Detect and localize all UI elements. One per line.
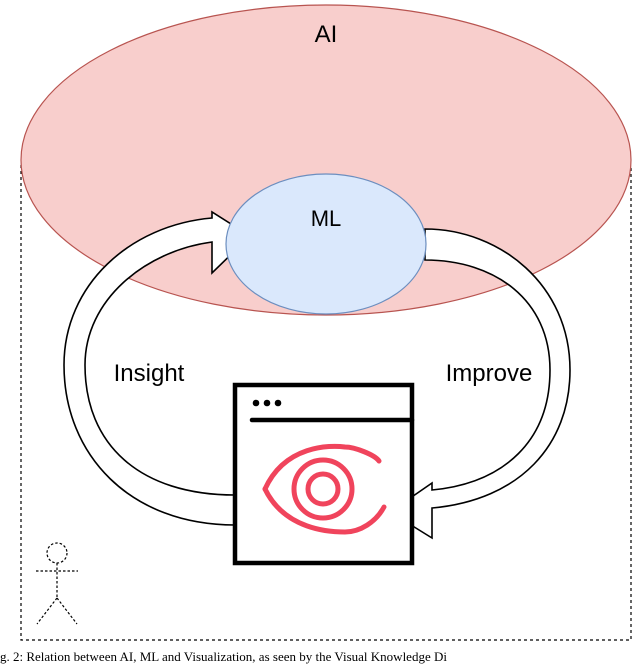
insight-label: Insight [114,360,185,387]
eye-icon [262,443,387,535]
person-icon [36,542,78,625]
figure-caption: g. 2: Relation between AI, ML and Visual… [0,649,447,664]
insight-arrow [63,210,252,526]
human-domain-boundary [20,165,632,641]
ml-label: ML [311,206,342,231]
ai-label: AI [315,21,338,48]
ml-ellipse [225,173,427,315]
improve-label: Improve [446,360,533,387]
